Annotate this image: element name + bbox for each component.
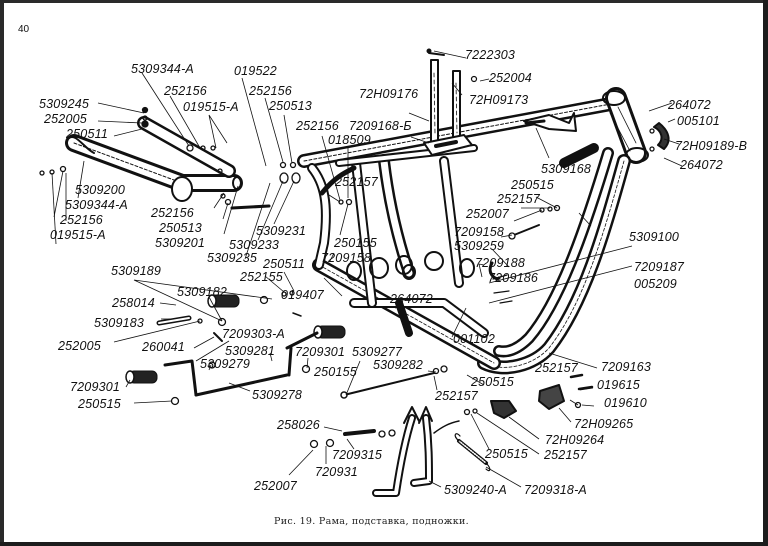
part-label: 252007 <box>254 479 297 493</box>
leader-lines <box>51 50 683 488</box>
part-label: 019522 <box>234 64 277 78</box>
part-label: 7209318-А <box>524 483 587 497</box>
part-label: 264072 <box>668 98 711 112</box>
part-label: 250515 <box>78 397 121 411</box>
part-label: 72Н09173 <box>469 93 529 107</box>
part-label: 252156 <box>60 213 103 227</box>
frame-down-tubes <box>477 143 631 375</box>
part-label: 252157 <box>497 192 540 206</box>
part-label: 72Н09265 <box>574 417 634 431</box>
part-label: 5309278 <box>252 388 303 402</box>
frame-bushings <box>346 251 475 281</box>
part-label: 252156 <box>151 206 194 220</box>
part-label: 005209 <box>634 277 677 291</box>
part-label: 5309201 <box>155 236 206 250</box>
part-label: 252157 <box>544 448 587 462</box>
part-label: 250155 <box>334 236 377 250</box>
part-label: 7209158 <box>321 251 372 265</box>
part-label: 720931 <box>315 465 358 479</box>
part-label: 252156 <box>296 119 339 133</box>
part-label: 019515-А <box>50 228 106 242</box>
part-label: 5309233 <box>229 238 280 252</box>
part-label: 252005 <box>58 339 101 353</box>
part-label: 252156 <box>164 84 207 98</box>
part-label: 252005 <box>44 112 87 126</box>
brackets <box>490 384 565 419</box>
part-label: 7209301 <box>295 345 346 359</box>
part-label: 5309235 <box>207 251 258 265</box>
figure-caption: Рис. 19. Рама, подставка, подножки. <box>274 516 469 527</box>
part-label: 250513 <box>159 221 202 235</box>
part-label: 019515-А <box>183 100 239 114</box>
part-label: 7222303 <box>465 48 516 62</box>
part-label: 005101 <box>677 114 720 128</box>
part-label: 7209186 <box>488 271 539 285</box>
part-label: 72Н09189-В <box>675 139 748 153</box>
footrest-levers <box>156 204 435 399</box>
part-label: 7209158 <box>454 225 505 239</box>
exploded-frame-drawing <box>39 48 683 497</box>
part-label: 252004 <box>489 71 532 85</box>
part-label: 250515 <box>471 375 514 389</box>
part-label: 5309182 <box>177 285 228 299</box>
tank-bracket-5309168 <box>523 112 577 132</box>
part-label: 5309279 <box>200 357 251 371</box>
part-label: 5309344-А <box>131 62 194 76</box>
scan-border-right <box>763 0 768 546</box>
stand-spring-7209318-A <box>454 433 491 472</box>
seat-posts <box>423 48 478 156</box>
part-label: 250511 <box>66 127 108 141</box>
catalog-page: 40 <box>4 3 763 542</box>
part-label: 252155 <box>240 270 283 284</box>
part-label: 019407 <box>281 288 324 302</box>
part-label: 252007 <box>466 207 509 221</box>
part-label: 250513 <box>269 99 312 113</box>
part-label: 5309183 <box>94 316 145 330</box>
scan-border-bottom <box>0 542 768 546</box>
part-label: 72Н09264 <box>545 433 605 447</box>
part-label: 250515 <box>485 447 528 461</box>
part-label: 018509 <box>328 133 371 147</box>
part-label: 258026 <box>277 418 320 432</box>
part-label: 250155 <box>314 365 357 379</box>
part-label: 5309259 <box>454 239 505 253</box>
part-label: 5309344-А <box>65 198 128 212</box>
part-label: 252156 <box>249 84 292 98</box>
part-label: 264072 <box>680 158 723 172</box>
center-stand-5309240-A <box>372 406 460 497</box>
page-number: 40 <box>18 24 30 35</box>
part-label: 019610 <box>604 396 647 410</box>
part-label: 7209315 <box>332 448 383 462</box>
part-label: 258014 <box>112 296 155 310</box>
part-label: 72Н09176 <box>359 87 419 101</box>
part-label: 5309282 <box>373 358 424 372</box>
part-label: 7209187 <box>634 260 685 274</box>
head-cover <box>653 122 670 150</box>
part-label: 7209303-А <box>222 327 285 341</box>
part-label: 252157 <box>435 389 478 403</box>
part-label: 5309168 <box>541 162 592 176</box>
stand-pivot-pin <box>343 429 376 436</box>
frame-bottom-rails <box>312 258 501 370</box>
part-label: 264072 <box>390 292 433 306</box>
part-label: 252157 <box>335 175 378 189</box>
part-label: 7209188 <box>475 256 526 270</box>
part-label: 250511 <box>263 257 305 271</box>
part-label: 5309100 <box>629 230 680 244</box>
part-label: 5309189 <box>111 264 162 278</box>
part-label: 001102 <box>453 332 495 346</box>
part-label: 5309281 <box>225 344 276 358</box>
part-label: 7209168-Б <box>349 119 412 133</box>
part-label: 5309240-А <box>444 483 507 497</box>
part-label: 250515 <box>511 178 554 192</box>
part-label: 7209163 <box>601 360 652 374</box>
part-label: 5309200 <box>75 183 126 197</box>
part-label: 260041 <box>142 340 185 354</box>
part-label: 5309245 <box>39 97 90 111</box>
part-label: 5309277 <box>352 345 403 359</box>
part-label: 7209301 <box>70 380 121 394</box>
part-label: 5309231 <box>256 224 307 238</box>
part-label: 019615 <box>597 378 640 392</box>
part-label: 252157 <box>535 361 578 375</box>
